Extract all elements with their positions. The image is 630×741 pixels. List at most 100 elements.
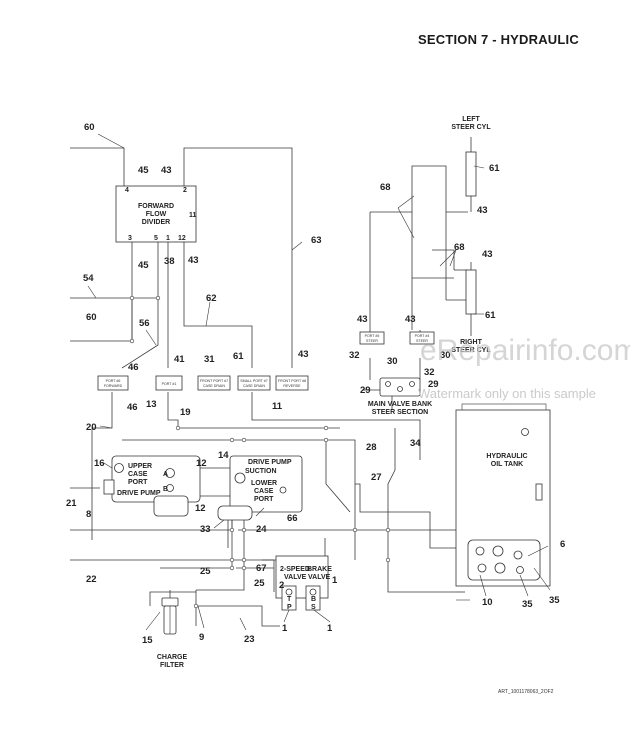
callout-43-d: 43 bbox=[477, 205, 488, 216]
callout-23: 23 bbox=[244, 634, 255, 645]
callout-30-b: 30 bbox=[440, 350, 451, 361]
manifold-ports: PORT #6 FORWARD PORT #1 FRONT PORT #7 CA… bbox=[97, 375, 309, 391]
callout-9: 9 bbox=[199, 632, 204, 643]
callout-6: 6 bbox=[560, 539, 565, 550]
front-port-8-label-1: FRONT PORT #8 bbox=[278, 379, 306, 383]
port-4-steer-label-1: PORT #4 bbox=[415, 334, 430, 338]
valve-assembly: 2-SPEED VALVE BRAKE VALVE T P B S bbox=[275, 555, 332, 611]
valve-port-t: T bbox=[287, 596, 292, 603]
callout-62: 62 bbox=[206, 293, 217, 304]
callout-66: 66 bbox=[287, 513, 298, 524]
callout-29: 29 bbox=[360, 385, 371, 396]
flow-divider-label-3: DIVIDER bbox=[142, 219, 170, 226]
drive-pump-right: DRIVE PUMP SUCTION LOWER CASE PORT bbox=[217, 455, 303, 521]
charge-filter: CHARGE FILTER bbox=[149, 591, 196, 669]
front-port-7-label-1: FRONT PORT #7 bbox=[200, 379, 228, 383]
valve-port-b: B bbox=[311, 596, 316, 603]
callout-35: 35 bbox=[522, 599, 533, 610]
callout-14: 14 bbox=[218, 450, 229, 461]
callout-61-b: 61 bbox=[489, 163, 500, 174]
callout-12-b: 12 bbox=[195, 503, 206, 514]
callout-56: 56 bbox=[139, 318, 150, 329]
port-1-manifold-label: PORT #1 bbox=[162, 382, 177, 386]
flow-divider-label-2: FLOW bbox=[146, 211, 167, 218]
callout-63: 63 bbox=[311, 235, 322, 246]
callout-15: 15 bbox=[142, 635, 153, 646]
left-steer-cyl-label-1: LEFT bbox=[462, 116, 480, 123]
callout-29-b: 29 bbox=[428, 379, 439, 390]
watermark: eRepairinfo.com Watermark only on this s… bbox=[418, 334, 630, 401]
main-valve-bank: PORT #5 STEER PORT #4 STEER MAIN VALVE B… bbox=[359, 331, 435, 416]
callout-13: 13 bbox=[146, 399, 157, 410]
flow-divider-label-1: FORWARD bbox=[138, 203, 174, 210]
two-speed-valve-label-2: VALVE bbox=[284, 574, 307, 581]
callout-43-c: 43 bbox=[298, 349, 309, 360]
callout-46: 46 bbox=[128, 362, 139, 373]
callout-68-b: 68 bbox=[454, 242, 465, 253]
callout-10: 10 bbox=[482, 597, 493, 608]
callout-34: 34 bbox=[410, 438, 421, 449]
callout-38: 38 bbox=[164, 256, 175, 267]
forward-flow-divider: FORWARD FLOW DIVIDER 4 2 11 3 5 12 1 bbox=[115, 185, 197, 243]
lower-case-port-label-2: CASE bbox=[254, 488, 274, 495]
port-5-label: 5 bbox=[154, 235, 158, 242]
art-id: ART_1001178063_2OF2 bbox=[498, 689, 554, 695]
front-port-7-label-2: CASE DRAIN bbox=[203, 384, 225, 388]
port-2-label: 2 bbox=[183, 187, 187, 194]
port-b-label: B bbox=[163, 486, 168, 493]
callout-41: 41 bbox=[174, 354, 185, 365]
callout-22: 22 bbox=[86, 574, 97, 585]
callout-21: 21 bbox=[66, 498, 77, 509]
callout-24: 24 bbox=[256, 524, 267, 535]
watermark-main: eRepairinfo.com bbox=[420, 334, 630, 367]
section-title: SECTION 7 - HYDRAULIC bbox=[418, 32, 579, 47]
callout-61-c: 61 bbox=[485, 310, 496, 321]
callout-8: 8 bbox=[86, 509, 91, 520]
lower-case-port-label-1: LOWER bbox=[251, 480, 277, 487]
left-steer-cylinder: LEFT STEER CYL bbox=[451, 116, 491, 212]
crossing-markers bbox=[129, 295, 391, 609]
callout-54: 54 bbox=[83, 273, 94, 284]
valve-port-p: P bbox=[287, 604, 292, 611]
callout-43-e: 43 bbox=[482, 249, 493, 260]
callout-19: 19 bbox=[180, 407, 191, 418]
port-3-label: 3 bbox=[128, 235, 132, 242]
callout-16: 16 bbox=[94, 458, 105, 469]
callout-1-c: 1 bbox=[327, 623, 333, 634]
callout-61: 61 bbox=[233, 351, 244, 362]
callout-1-b: 1 bbox=[282, 623, 288, 634]
callout-25: 25 bbox=[200, 566, 211, 577]
callout-1: 1 bbox=[332, 575, 338, 586]
callout-33: 33 bbox=[200, 524, 211, 535]
callout-2: 2 bbox=[279, 580, 284, 591]
callout-numbers: 60 45 43 63 54 45 38 43 60 62 56 46 41 3… bbox=[66, 122, 565, 646]
charge-filter-label-1: CHARGE bbox=[157, 654, 188, 661]
port-6-label-1: PORT #6 bbox=[106, 379, 121, 383]
port-11-label: 11 bbox=[189, 212, 197, 219]
callout-43-g: 43 bbox=[405, 314, 416, 325]
callout-25-b: 25 bbox=[254, 578, 265, 589]
port-5-steer-label-1: PORT #5 bbox=[365, 334, 380, 338]
port-6-label-2: FORWARD bbox=[104, 384, 123, 388]
callout-43-f: 43 bbox=[357, 314, 368, 325]
callout-35-b: 35 bbox=[549, 595, 560, 606]
main-valve-bank-label-2: STEER SECTION bbox=[372, 409, 428, 416]
callout-45: 45 bbox=[138, 165, 149, 176]
drive-pump-left-label: DRIVE PUMP bbox=[117, 490, 161, 497]
front-port-8-label-2: REVERSE bbox=[283, 384, 301, 388]
lower-case-port-label-3: PORT bbox=[254, 496, 274, 503]
right-steer-cyl-label-1: RIGHT bbox=[460, 339, 483, 346]
main-valve-bank-label-1: MAIN VALVE BANK bbox=[368, 401, 432, 408]
callout-67: 67 bbox=[256, 563, 267, 574]
callout-43-b: 43 bbox=[188, 255, 199, 266]
suction-label: SUCTION bbox=[245, 468, 277, 475]
callout-27: 27 bbox=[371, 472, 382, 483]
callout-leaders bbox=[87, 133, 551, 631]
charge-filter-label-2: FILTER bbox=[160, 662, 184, 669]
two-speed-valve-label-1: 2-SPEED bbox=[280, 566, 310, 573]
valve-port-s: S bbox=[311, 604, 316, 611]
brake-valve-label-2: VALVE bbox=[308, 574, 331, 581]
callout-32: 32 bbox=[349, 350, 360, 361]
port-5-steer-label-2: STEER bbox=[366, 339, 378, 343]
port-4-steer-label-2: STEER bbox=[416, 339, 428, 343]
